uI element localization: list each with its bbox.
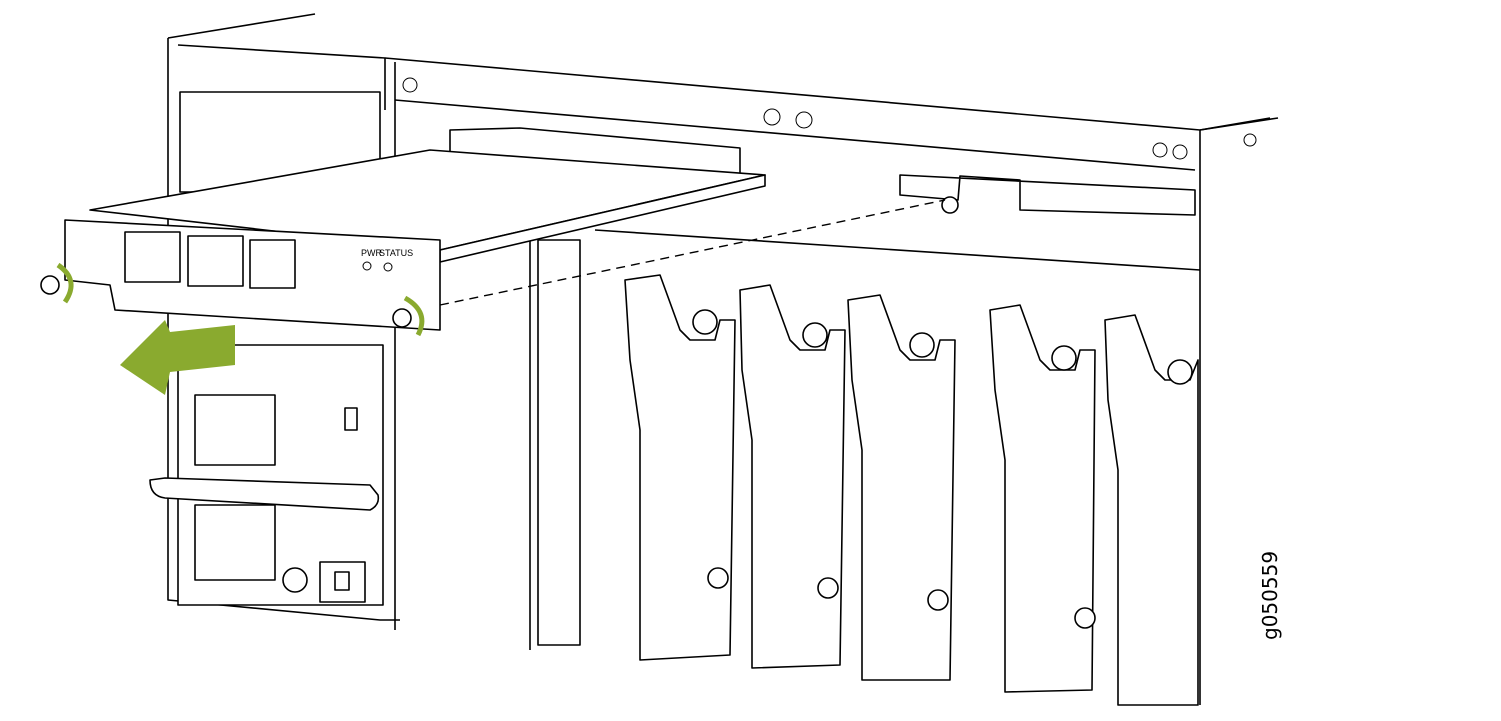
- vent-column: [537, 239, 581, 646]
- figure-id: g050559: [1258, 550, 1282, 640]
- rotate-arrow-right-icon: [403, 295, 425, 337]
- captive-screw-right: [392, 308, 412, 328]
- pwr-led: [362, 261, 372, 271]
- status-led-label: STATUS: [379, 248, 413, 258]
- rotate-arrow-left-icon: [56, 262, 74, 304]
- alignment-guide: [439, 199, 946, 306]
- pwr-led-label: PWR: [361, 248, 382, 258]
- power-supply-bay: [149, 13, 400, 621]
- status-led: [383, 262, 393, 272]
- line-cards: [624, 274, 1199, 706]
- target-slot: [899, 174, 1196, 216]
- removed-module: PWR STATUS: [40, 127, 766, 337]
- pull-direction-arrow-icon: [120, 320, 235, 395]
- captive-screw-left: [40, 275, 60, 295]
